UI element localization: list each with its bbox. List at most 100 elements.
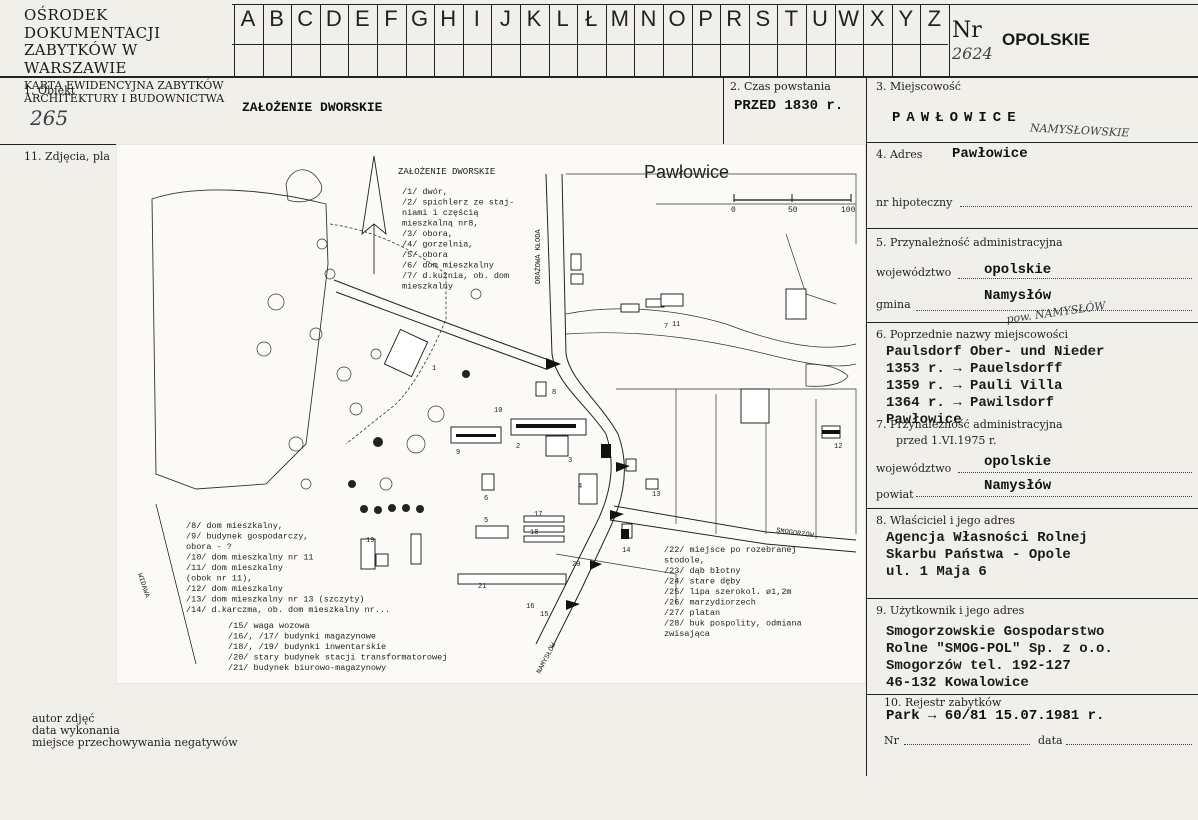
rule-wlasciciel (866, 508, 1198, 509)
powiat-line (916, 496, 1192, 497)
user-line: Rolne "SMOG-POL" Sp. z o.o. (886, 641, 1113, 657)
rule-uzytkownik (866, 598, 1198, 599)
nr-label: Nr (952, 18, 982, 43)
building-number: 8 (552, 389, 556, 397)
legend-left-entry: (obok nr 11), (186, 574, 252, 584)
alphabet-divider (462, 4, 464, 76)
alphabet-divider (834, 4, 836, 76)
legend-left-entry: /14/ d.karczma, ob. dom mieszkalny nr... (186, 605, 390, 615)
legend-top-entry: mieszkalną nr8, (402, 219, 479, 229)
alphabet-letter-O: O (668, 6, 686, 31)
alphabet-divider (319, 4, 321, 76)
legend-top-entry: niami i częścią (402, 208, 479, 218)
alphabet-letter-H: H (440, 6, 457, 31)
owner-line: ul. 1 Maja 6 (886, 564, 987, 580)
rejestr-data-label: data (1038, 734, 1063, 747)
powiat-value: Namysłów (984, 478, 1052, 494)
col-divider-1 (723, 76, 724, 144)
building-number: 2 (516, 443, 520, 451)
legend-left-entry: obora - ? (186, 542, 232, 552)
legend-top-entry: /1/ dwór, (402, 187, 448, 197)
owner-line: Agencja Własności Rolnej (886, 530, 1088, 546)
plan-title: ZAŁOŻENIE DWORSKIE (398, 166, 495, 177)
wojewodztwo-label: województwo (876, 266, 952, 279)
obiekt-code: 265 (30, 106, 69, 130)
building-number: 12 (834, 443, 842, 451)
building-number: 4 (578, 483, 582, 491)
alphabet-letter-C: C (297, 6, 314, 31)
alphabet-divider (377, 4, 378, 76)
header-letters-rule (232, 44, 948, 45)
gmina-label: gmina (876, 298, 911, 311)
alphabet-letter-J: J (499, 6, 511, 31)
user-line: Smogorzowskie Gospodarstwo (886, 624, 1105, 640)
legend-left-entry: /10/ dom mieszkalny nr 11 (186, 553, 314, 563)
org-block: OŚRODEK DOKUMENTACJI ZABYTKÓW W WARSZAWI… (24, 6, 234, 105)
legend-right-entry: /26/ marzydiorzech (664, 598, 756, 608)
org-name-line1: OŚRODEK DOKUMENTACJI (24, 6, 161, 42)
rejestr-data-line (1066, 744, 1192, 745)
alphabet-divider (605, 4, 607, 76)
obiekt-value: ZAŁOŻENIE DWORSKIE (242, 100, 383, 115)
legend-left-entry: /13/ dom mieszkalny nr 13 (szczyty) (186, 595, 365, 605)
legend-top-entry: /7/ d.kuźnia, ob. dom (402, 271, 509, 281)
plan-village-name: Pawłowice (644, 162, 729, 182)
alphabet-divider (291, 4, 293, 76)
obiekt-label: 1. Obiekt (24, 84, 76, 97)
poprzednie-label: 6. Poprzednie nazwy miejscowości (876, 328, 1069, 341)
legend-top-entry: mieszkalny (402, 282, 453, 292)
org-name-line2: ZABYTKÓW W WARSZAWIE (24, 41, 138, 77)
road-label: DRAŻOWA KŁODA (534, 229, 543, 284)
alphabet-divider (863, 4, 865, 76)
legend-right-entry: /23/ dąb błotny (664, 566, 741, 576)
legend-top-entry: /6/ dom mieszkalny (402, 261, 494, 271)
rejestr-nr-line (904, 744, 1030, 745)
wlasciciel-label: 8. Właściciel i jego adres (876, 514, 1016, 527)
alphabet-letter-I: I (473, 6, 480, 31)
building-number: 9 (456, 449, 460, 457)
alphabet-letter-R: R (726, 6, 743, 31)
przed-label: 7. Przynależność administracyjna (876, 418, 1063, 431)
building-number: 5 (484, 517, 488, 525)
building-number: 19 (366, 537, 374, 545)
scale-label: 50 (788, 206, 798, 215)
alphabet-letter-B: B (269, 6, 284, 31)
legend-left-entry: /9/ budynek gospodarczy, (186, 532, 308, 542)
alphabet-divider (634, 4, 636, 76)
scale-label: 0 (731, 206, 736, 215)
alphabet-letter-U: U (812, 6, 828, 31)
alphabet-letter-M: M (610, 6, 629, 31)
header-bottom-rule (0, 76, 1198, 78)
alphabet-divider (262, 4, 264, 76)
building-number: 10 (494, 407, 502, 415)
alphabet-letter-K: K (526, 6, 542, 31)
alphabet-divider (748, 4, 750, 76)
hipoteczny-line (960, 206, 1192, 207)
przed-date: przed 1.VI.1975 r. (896, 434, 997, 447)
miejscowosc-label: 3. Miejscowość (876, 80, 961, 93)
legend-right-entry: stodole, (664, 556, 705, 566)
alphabet-divider (691, 4, 693, 76)
hipoteczny-label: nr hipoteczny (876, 196, 953, 209)
alphabet-divider (777, 4, 779, 76)
rejestr-label: 10. Rejestr zabytków (884, 696, 1002, 709)
alphabet-divider (348, 4, 350, 76)
alphabet-divider (663, 4, 664, 76)
alphabet-letter-P: P (698, 6, 713, 31)
wojewodztwo2-line (958, 472, 1192, 473)
legend-bottom-entry: /15/ waga wozowa (228, 621, 310, 631)
uzytkownik-label: 9. Użytkownik i jego adres (876, 604, 1025, 617)
alphabet-letter-L: L (556, 6, 569, 31)
adres-label: 4. Adres (876, 148, 923, 161)
building-number: 18 (530, 529, 538, 537)
alphabet-divider (949, 4, 950, 76)
legend-bottom-entry: /16/, /17/ budynki magazynowe (228, 632, 376, 642)
legend-right-entry: /25/ lipa szerokol. ø1,2m (664, 587, 792, 597)
alphabet-letter-Ł: Ł (585, 6, 598, 31)
region-value: OPOLSKIE (1002, 30, 1090, 49)
owner-line: Skarbu Państwa - Opole (886, 547, 1071, 563)
card-type-line2: ARCHITEKTURY I BUDOWNICTWA (24, 92, 225, 105)
building-number: 3 (568, 457, 572, 465)
